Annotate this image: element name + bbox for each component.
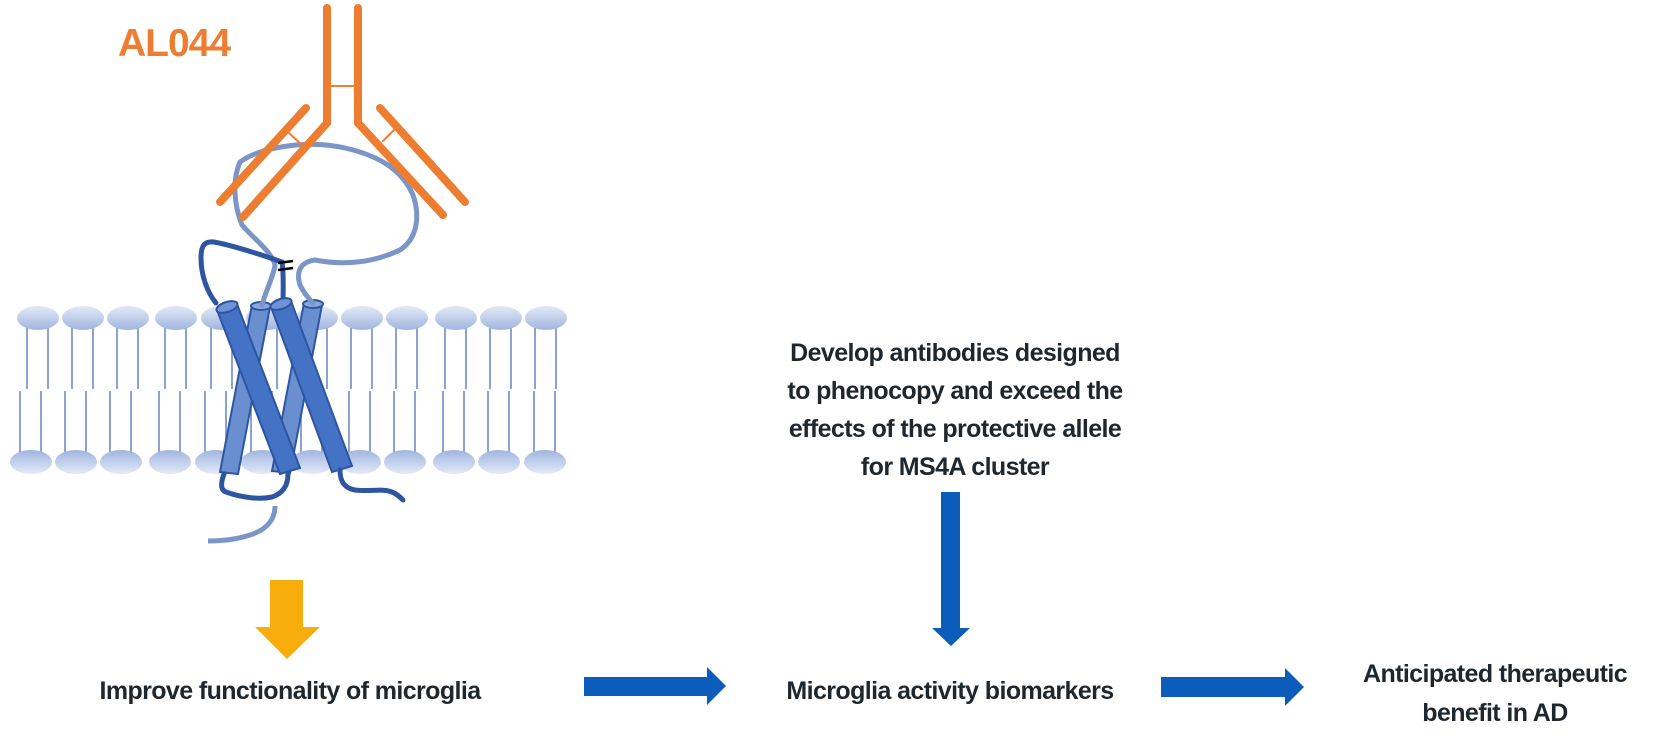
intracellular-loop xyxy=(219,471,291,501)
lipid-head-outer xyxy=(525,306,567,330)
lipid-molecule xyxy=(100,306,149,474)
lipid-molecule xyxy=(478,306,522,474)
lipid-head-inner xyxy=(433,450,475,474)
ms4a-receptor-icon xyxy=(198,141,420,544)
lipid-molecule xyxy=(433,306,477,474)
lipid-head-inner xyxy=(55,450,97,474)
lipid-molecule xyxy=(55,306,104,474)
develop-line-1: Develop antibodies designed xyxy=(790,339,1120,367)
lipid-head-outer xyxy=(480,306,522,330)
lipid-head-outer xyxy=(62,306,104,330)
lipid-bilayer-icon xyxy=(10,306,567,474)
lipid-head-inner xyxy=(339,450,381,474)
lipid-head-outer xyxy=(435,306,477,330)
improve-microglia-label: Improve functionality of microglia xyxy=(99,677,481,705)
lipid-molecule xyxy=(524,306,567,474)
lipid-molecule xyxy=(384,306,428,474)
lipid-head-inner xyxy=(10,450,52,474)
lipid-head-inner xyxy=(149,450,191,474)
extracellular-loop-light xyxy=(232,141,420,308)
arrow-improve-to-biomarkers xyxy=(584,667,726,705)
lipid-head-inner xyxy=(100,450,142,474)
arrow-biomarkers-to-benefit xyxy=(1161,668,1304,706)
biomarkers-label: Microglia activity biomarkers xyxy=(786,677,1114,705)
develop-line-2: to phenocopy and exceed the xyxy=(787,377,1123,405)
lipid-head-inner xyxy=(524,450,566,474)
benefit-line-2: benefit in AD xyxy=(1422,699,1568,727)
lipid-molecule xyxy=(149,306,197,474)
therapeutic-benefit-label: Anticipated therapeutic benefit in AD xyxy=(1320,655,1670,733)
develop-line-3: effects of the protective allele xyxy=(788,415,1122,443)
lipid-head-inner xyxy=(478,450,520,474)
helix-front-1 xyxy=(215,300,302,476)
antibody-name-title: AL044 xyxy=(118,22,231,65)
lipid-head-outer xyxy=(155,306,197,330)
disulfide-bond-icon xyxy=(277,259,294,272)
n-terminal-tail xyxy=(207,505,278,544)
lipid-head-outer xyxy=(107,306,149,330)
lipid-molecule xyxy=(10,306,59,474)
develop-line-4: for MS4A cluster xyxy=(860,453,1050,481)
lipid-head-inner xyxy=(384,450,426,474)
antibody-icon xyxy=(216,4,469,221)
lipid-head-outer xyxy=(341,306,383,330)
c-terminal-tail xyxy=(337,467,406,503)
lipid-head-outer xyxy=(17,306,59,330)
arrow-develop-to-biomarkers xyxy=(932,492,970,646)
helix-front-2 xyxy=(269,297,354,474)
benefit-line-1: Anticipated therapeutic xyxy=(1362,660,1628,688)
lipid-molecule xyxy=(339,306,383,474)
lipid-head-inner xyxy=(291,450,333,474)
lipid-head-outer xyxy=(386,306,428,330)
develop-antibodies-label: Develop antibodies designed to phenocopy… xyxy=(730,334,1180,486)
extracellular-loop-dark xyxy=(198,239,286,306)
effect-arrow-icon xyxy=(255,580,320,659)
